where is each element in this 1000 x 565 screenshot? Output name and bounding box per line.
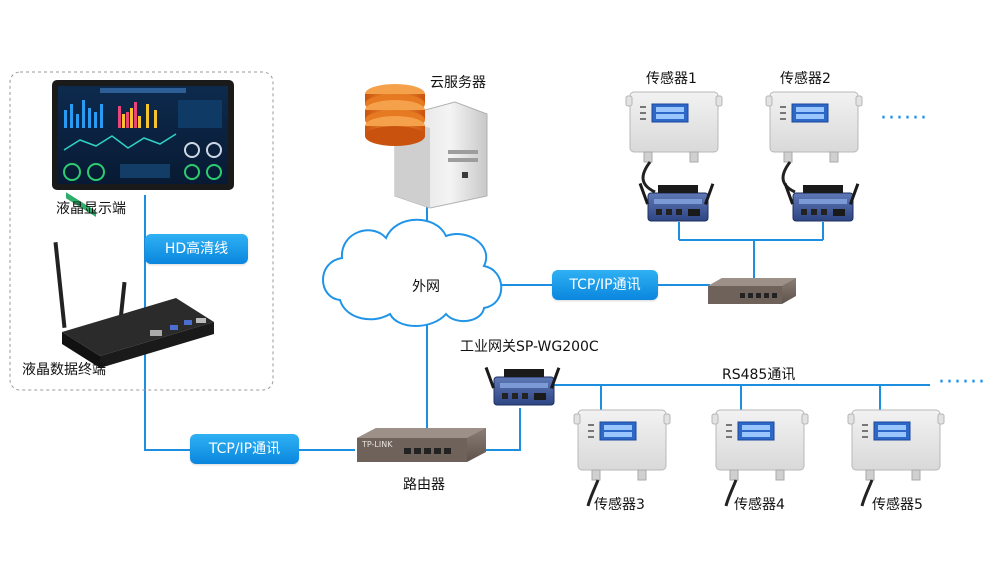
label-sensor1: 传感器1 [646, 71, 697, 87]
lcd-terminal-icon [53, 192, 214, 368]
label-router: 路由器 [403, 477, 445, 493]
label-sensor5: 传感器5 [872, 497, 923, 513]
local-group-border [9, 71, 274, 391]
badge-tcp-right: TCP/IP通讯 [552, 270, 658, 300]
line-router-gateway [485, 408, 521, 451]
sensor4-cable [724, 479, 738, 507]
sensor5-cable [860, 479, 874, 507]
more-sensors-top: ······ [880, 106, 928, 131]
label-cloud-server: 云服务器 [430, 75, 486, 91]
more-sensors-bottom: ······ [938, 370, 986, 395]
badge-hd-cable: HD高清线 [145, 234, 248, 264]
router-icon [357, 428, 486, 462]
label-sensor2: 传感器2 [780, 71, 831, 87]
label-internet: 外网 [412, 279, 440, 295]
cloud-icon [322, 218, 503, 327]
router-brand-logo: TP-LINK [362, 440, 393, 449]
sensor2-icon [765, 91, 863, 163]
gateway2-icon [783, 182, 860, 222]
sensor5-icon [847, 409, 945, 481]
label-sensor4: 传感器4 [734, 497, 785, 513]
label-lcd-display: 液晶显示端 [56, 201, 126, 217]
sensor4-icon [711, 409, 809, 481]
industrial-gateway-icon [484, 366, 561, 406]
switch-icon [708, 278, 796, 304]
lcd-display-icon [52, 80, 234, 190]
label-rs485: RS485通讯 [722, 367, 796, 383]
sensor1-cable [641, 161, 656, 194]
label-sensor3: 传感器3 [594, 497, 645, 513]
label-gateway: 工业网关SP-WG200C [460, 339, 599, 355]
label-lcd-terminal: 液晶数据终端 [22, 362, 106, 378]
connection-lines [144, 195, 930, 451]
badge-tcp-left: TCP/IP通讯 [190, 434, 299, 464]
cloud-server-icon [365, 84, 488, 209]
sensor1-icon [625, 91, 723, 163]
sensor2-cable [781, 161, 796, 194]
sensor3-icon [573, 409, 671, 481]
sensor3-cable [586, 479, 600, 507]
